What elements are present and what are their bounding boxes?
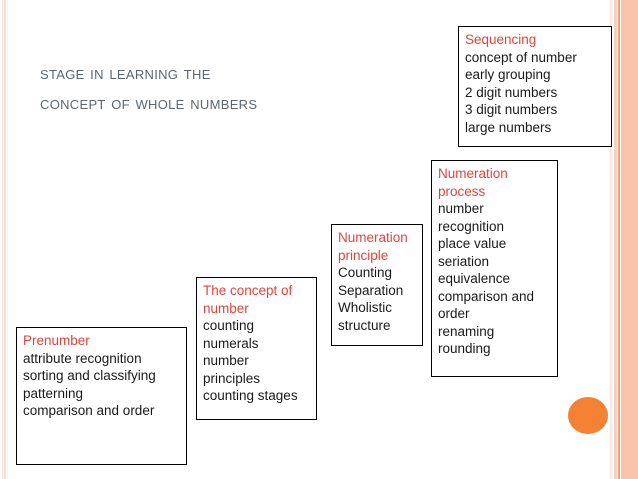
stage-box-sequencing-items: concept of number early grouping 2 digit… [465,49,577,135]
left-border-stripe-2 [4,0,6,479]
right-border-stripe-2 [614,0,617,479]
stage-box-numeration-process-items: number recognition place value seriation… [438,201,535,356]
stage-box-concept-of-number-items: counting numerals number principles coun… [203,318,298,403]
stage-box-numeration-principle: Numeration principle Counting Separation… [331,224,423,346]
orange-circle-decoration [568,397,608,434]
right-border-stripe-1 [610,0,612,479]
stage-box-numeration-principle-items: Counting Separation Wholistic structure [338,265,404,333]
left-border-stripe-1 [2,0,3,479]
stage-box-numeration-process: Numeration process number recognition pl… [431,160,558,377]
left-decorative-border [0,0,12,479]
stage-box-numeration-process-heading: Numeration process [438,166,508,199]
stage-box-sequencing-heading: Sequencing [465,32,537,47]
left-border-stripe-3 [7,0,8,479]
right-border-band [621,0,638,479]
stage-box-prenumber-items: attribute recognition sorting and classi… [23,350,156,419]
stage-box-concept-of-number: The concept of number counting numerals … [196,277,317,420]
stage-box-prenumber-heading: Prenumber [23,333,90,348]
stage-box-sequencing: Sequencing concept of number early group… [458,26,612,147]
right-decorative-border [608,0,638,479]
stage-box-numeration-principle-heading: Numeration principle [338,230,408,263]
stage-box-concept-of-number-heading: The concept of number [203,283,293,316]
right-border-stripe-3 [618,0,620,479]
stage-box-prenumber: Prenumber attribute recognition sorting … [16,327,187,465]
slide-title: Stage in learning the concept of whole n… [40,63,258,114]
